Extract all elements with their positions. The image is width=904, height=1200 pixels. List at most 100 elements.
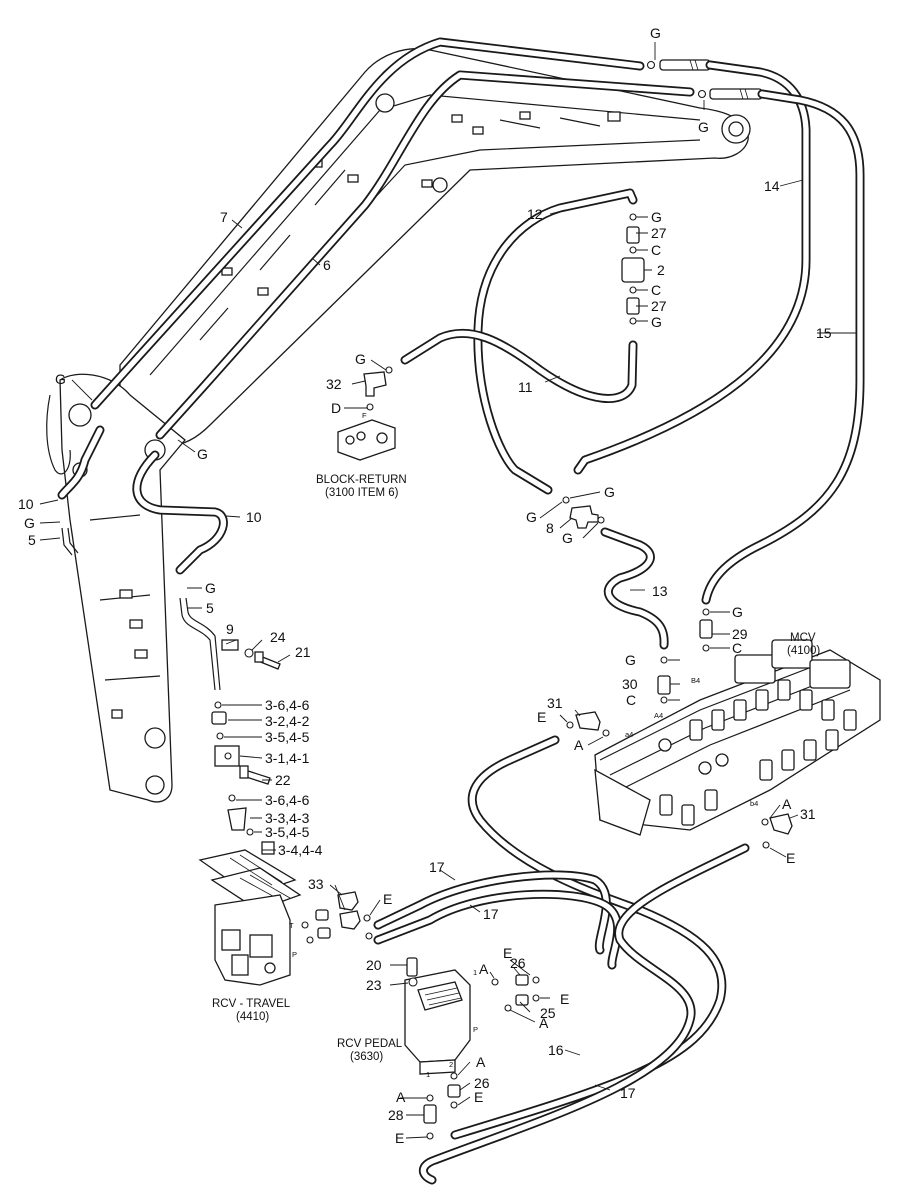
callout-e: E bbox=[560, 991, 569, 1007]
callout-10: 10 bbox=[18, 496, 34, 512]
block-return bbox=[337, 366, 396, 461]
mcv-ref: (4100) bbox=[787, 645, 820, 657]
callout-23: 23 bbox=[366, 977, 382, 993]
callout-c: C bbox=[732, 640, 742, 656]
callout-d: D bbox=[331, 400, 341, 416]
callout-g: G bbox=[651, 209, 662, 225]
block-return-caption: BLOCK-RETURN bbox=[316, 474, 407, 486]
callout-e: E bbox=[474, 1089, 483, 1105]
callout-g: G bbox=[355, 351, 366, 367]
callout-31: 31 bbox=[547, 695, 563, 711]
hose-14 bbox=[573, 60, 811, 475]
boom bbox=[119, 48, 751, 446]
callout-g: G bbox=[197, 446, 208, 462]
rcv-pedal-ref: (3630) bbox=[350, 1051, 383, 1063]
hose-11 bbox=[400, 328, 638, 403]
callout-17: 17 bbox=[620, 1085, 636, 1101]
callout-g: G bbox=[732, 604, 743, 620]
callout-26: 26 bbox=[474, 1075, 490, 1091]
callout-e: E bbox=[395, 1130, 404, 1146]
callout-30: 30 bbox=[622, 676, 638, 692]
callout-g: G bbox=[205, 580, 216, 596]
callout-14: 14 bbox=[764, 178, 780, 194]
arm bbox=[46, 373, 186, 803]
mcv-spools bbox=[658, 679, 857, 826]
callout-g: G bbox=[625, 652, 636, 668]
callout-a: A bbox=[476, 1054, 486, 1070]
port-1: 1 bbox=[426, 1070, 430, 1079]
port-b4: B4 bbox=[691, 676, 700, 685]
callout-c: C bbox=[626, 692, 636, 708]
boom-tip-fittings bbox=[646, 59, 763, 100]
tee-8 bbox=[562, 496, 605, 529]
callout-16: 16 bbox=[548, 1042, 564, 1058]
callout-3-3-4-3: 3-3,4-3 bbox=[265, 810, 310, 826]
rcv-travel bbox=[198, 849, 373, 986]
callout-3-6-4-6: 3-6,4-6 bbox=[265, 792, 310, 808]
callout-20: 20 bbox=[366, 957, 382, 973]
callout-17: 17 bbox=[483, 906, 499, 922]
callout-labels: G G 14 15 7 6 12 11 13 16 G 27 C 2 C 27 … bbox=[18, 25, 832, 1146]
rcv-pedal-caption: RCV PEDAL bbox=[337, 1038, 403, 1050]
callout-8: 8 bbox=[546, 520, 554, 536]
callout-7: 7 bbox=[220, 209, 228, 225]
callout-a: A bbox=[396, 1089, 406, 1105]
callout-12: 12 bbox=[527, 206, 543, 222]
port-a4: a4 bbox=[625, 730, 633, 739]
port-t: T bbox=[289, 921, 294, 930]
callout-10: 10 bbox=[246, 509, 262, 525]
port-1: 1 bbox=[473, 968, 477, 977]
callout-29: 29 bbox=[732, 626, 748, 642]
port-b4: b4 bbox=[750, 799, 758, 808]
callout-e: E bbox=[537, 709, 546, 725]
callout-3-2-4-2: 3-2,4-2 bbox=[265, 713, 310, 729]
block-return-ref: (3100 ITEM 6) bbox=[325, 487, 399, 499]
hose-12 bbox=[473, 188, 638, 495]
callout-3-5-4-5: 3-5,4-5 bbox=[265, 729, 310, 745]
callout-25: 25 bbox=[540, 1005, 556, 1021]
valve-block-3-1 bbox=[211, 701, 275, 855]
callout-g: G bbox=[55, 371, 66, 387]
callout-15: 15 bbox=[816, 325, 832, 341]
callout-a: A bbox=[539, 1015, 549, 1031]
callout-a: A bbox=[782, 796, 792, 812]
mcv-fittings bbox=[566, 608, 793, 849]
port-f: F bbox=[362, 411, 367, 420]
hose-6 bbox=[155, 70, 695, 440]
valve-2-assembly bbox=[621, 213, 645, 325]
hose-17-upper bbox=[373, 870, 623, 970]
rcv-travel-caption: RCV - TRAVEL bbox=[212, 998, 291, 1010]
mcv-caption: MCV bbox=[790, 632, 816, 644]
callout-3-6-4-6: 3-6,4-6 bbox=[265, 697, 310, 713]
rcv-travel-ref: (4410) bbox=[236, 1011, 269, 1023]
callout-27: 27 bbox=[651, 298, 667, 314]
hose-15 bbox=[701, 89, 865, 605]
callout-e: E bbox=[503, 945, 512, 961]
callout-e: E bbox=[383, 891, 392, 907]
callout-22: 22 bbox=[275, 772, 291, 788]
callout-3-4-4-4: 3-4,4-4 bbox=[278, 842, 323, 858]
hose-17-lower bbox=[418, 843, 750, 1185]
callout-c: C bbox=[651, 242, 661, 258]
hose-7 bbox=[90, 37, 645, 410]
callout-13: 13 bbox=[652, 583, 668, 599]
callout-9: 9 bbox=[226, 621, 234, 637]
callout-g: G bbox=[562, 530, 573, 546]
callout-27: 27 bbox=[651, 225, 667, 241]
callout-6: 6 bbox=[323, 257, 331, 273]
callout-11: 11 bbox=[518, 379, 533, 395]
callout-g: G bbox=[526, 509, 537, 525]
port-a4: A4 bbox=[654, 711, 663, 720]
callout-33: 33 bbox=[308, 876, 324, 892]
pipe-5 bbox=[61, 527, 221, 691]
callout-a: A bbox=[479, 961, 489, 977]
callout-2: 2 bbox=[657, 262, 665, 278]
callout-g: G bbox=[698, 119, 709, 135]
callout-32: 32 bbox=[326, 376, 342, 392]
port-2: 2 bbox=[449, 1060, 453, 1069]
clamp-9 bbox=[221, 639, 281, 670]
callout-5: 5 bbox=[206, 600, 214, 616]
callout-26: 26 bbox=[510, 955, 526, 971]
